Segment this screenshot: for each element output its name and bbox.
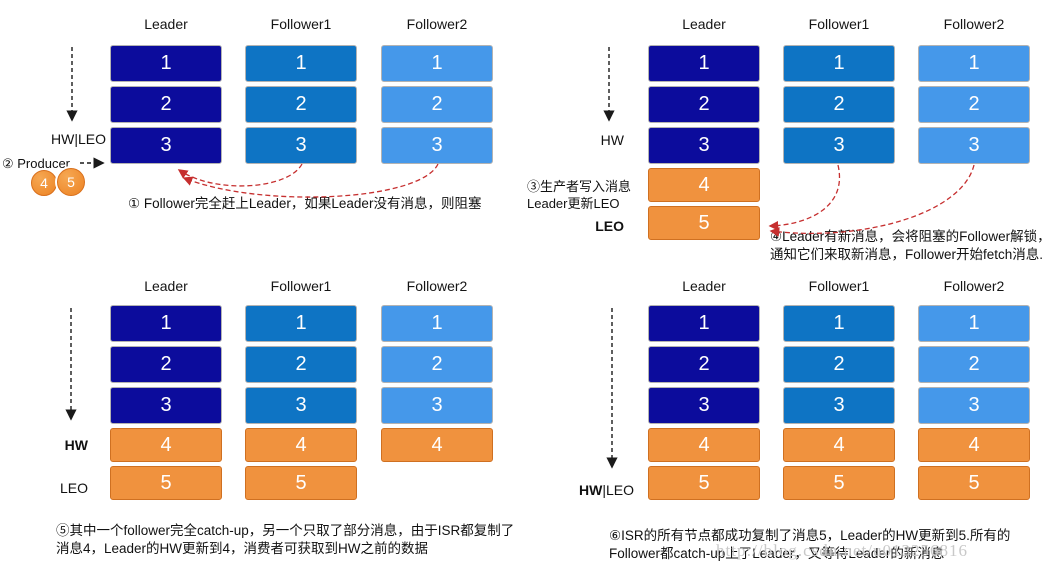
- log-entry: 2: [381, 86, 493, 123]
- producer-label: ② Producer: [2, 156, 71, 171]
- hw-label: HW: [600, 132, 624, 148]
- log-entry: 3: [783, 387, 895, 424]
- log-entry: 2: [381, 346, 493, 383]
- column-title-leader: Leader: [682, 16, 726, 32]
- follower1-log: 1 2 3: [783, 45, 895, 164]
- log-entry: 1: [918, 305, 1030, 342]
- log-entry: 3: [381, 127, 493, 164]
- log-entry: 2: [783, 86, 895, 123]
- log-entry: 1: [648, 305, 760, 342]
- follower1-log: 1 2 3: [245, 45, 357, 164]
- leo-label: LEO: [59, 480, 88, 496]
- log-entry-new: 4: [918, 428, 1030, 462]
- log-entry: 3: [783, 127, 895, 164]
- log-entry: 3: [245, 387, 357, 424]
- follower2-log: 1 2 3: [918, 45, 1030, 164]
- log-entry-new: 4: [648, 428, 760, 462]
- leader-log: 1 2 3: [110, 45, 222, 164]
- log-entry: 1: [245, 305, 357, 342]
- log-entry: 3: [648, 387, 760, 424]
- log-entry-new: 5: [783, 466, 895, 500]
- producer-note-line1: ③生产者写入消息: [527, 179, 632, 194]
- hw-leo-label: HW|LEO: [51, 131, 106, 147]
- log-entry: 3: [245, 127, 357, 164]
- column-title-leader: Leader: [144, 278, 188, 294]
- watermark: http://blog.csdn.net/u013256816: [716, 541, 968, 560]
- log-entry: 1: [783, 305, 895, 342]
- column-title-follower2: Follower2: [406, 16, 468, 32]
- column-title-follower2: Follower2: [406, 278, 468, 294]
- caption-step6: ⑥ISR的所有节点都成功复制了消息5，Leader的HW更新到5.所有的Foll…: [609, 528, 1011, 561]
- log-entry: 1: [245, 45, 357, 82]
- log-entry: 2: [245, 86, 357, 123]
- log-entry: 2: [110, 346, 222, 383]
- log-entry: 2: [783, 346, 895, 383]
- log-entry-new: 4: [381, 428, 493, 462]
- leader-log: 1 2 3 4 5: [648, 305, 760, 500]
- log-entry: 2: [918, 346, 1030, 383]
- pending-message-badge: 4: [31, 170, 57, 196]
- log-entry: 3: [110, 387, 222, 424]
- leader-log: 1 2 3 4 5: [648, 45, 760, 240]
- column-title-leader: Leader: [144, 16, 188, 32]
- pending-message-badge: 5: [57, 168, 85, 196]
- log-entry: 3: [918, 387, 1030, 424]
- log-entry-new: 5: [648, 466, 760, 500]
- column-title-follower1: Follower1: [808, 278, 870, 294]
- log-entry-new: 4: [245, 428, 357, 462]
- leader-log: 1 2 3 4 5: [110, 305, 222, 500]
- log-entry-new: 5: [245, 466, 357, 500]
- panel-step-5: Leader Follower1 Follower2 1 2 3 4 5 1 2…: [0, 270, 524, 573]
- log-entry: 1: [381, 45, 493, 82]
- panel-step-6: Leader Follower1 Follower2 1 2 3 4 5 1 2…: [524, 270, 1048, 573]
- log-entry: 1: [110, 305, 222, 342]
- follower2-log: 1 2 3: [381, 45, 493, 164]
- log-entry: 3: [918, 127, 1030, 164]
- log-entry: 1: [381, 305, 493, 342]
- log-entry: 2: [648, 86, 760, 123]
- log-entry: 2: [245, 346, 357, 383]
- log-entry-new: 4: [648, 168, 760, 202]
- log-entry: 1: [110, 45, 222, 82]
- panel-step-1-2: Leader Follower1 Follower2 1 2 3 1 2 3 1…: [0, 0, 524, 270]
- log-entry: 1: [918, 45, 1030, 82]
- log-entry-new: 4: [110, 428, 222, 462]
- log-entry-new: 5: [918, 466, 1030, 500]
- hw-label: HW: [579, 482, 603, 498]
- column-title-follower1: Follower1: [808, 16, 870, 32]
- log-entry: 3: [381, 387, 493, 424]
- log-entry: 2: [648, 346, 760, 383]
- column-title-follower1: Follower1: [270, 16, 332, 32]
- log-entry-new: 5: [648, 206, 760, 240]
- column-title-follower2: Follower2: [943, 16, 1005, 32]
- hw-label: HW: [64, 437, 88, 453]
- log-entry: 3: [648, 127, 760, 164]
- follower1-log: 1 2 3 4 5: [783, 305, 895, 500]
- log-entry: 3: [110, 127, 222, 164]
- hw-leo-label: HW|LEO: [579, 482, 634, 498]
- column-title-leader: Leader: [682, 278, 726, 294]
- log-entry: 1: [648, 45, 760, 82]
- log-entry: 2: [918, 86, 1030, 123]
- leo-label: |LEO: [602, 482, 634, 498]
- log-entry-new: 5: [110, 466, 222, 500]
- log-entry: 2: [110, 86, 222, 123]
- follower1-log: 1 2 3 4 5: [245, 305, 357, 500]
- column-title-follower2: Follower2: [943, 278, 1005, 294]
- panel-step-3-4: Leader Follower1 Follower2 1 2 3 4 5 1 2…: [524, 0, 1048, 270]
- log-entry: 1: [783, 45, 895, 82]
- leo-label: LEO: [595, 218, 624, 234]
- column-title-follower1: Follower1: [270, 278, 332, 294]
- follower2-log: 1 2 3 4 5: [918, 305, 1030, 500]
- caption-step5: ⑤其中一个follower完全catch-up，另一个只取了部分消息，由于ISR…: [56, 523, 515, 556]
- log-entry-new: 4: [783, 428, 895, 462]
- producer-note-line2: Leader更新LEO: [527, 196, 620, 211]
- follower2-log: 1 2 3 4: [381, 305, 493, 462]
- caption-step4: ④Leader有新消息，会将阻塞的Follower解锁，通知它们来取新消息，Fo…: [770, 229, 1048, 262]
- caption-step1: ① Follower完全赶上Leader，如果Leader没有消息，则阻塞: [128, 196, 482, 211]
